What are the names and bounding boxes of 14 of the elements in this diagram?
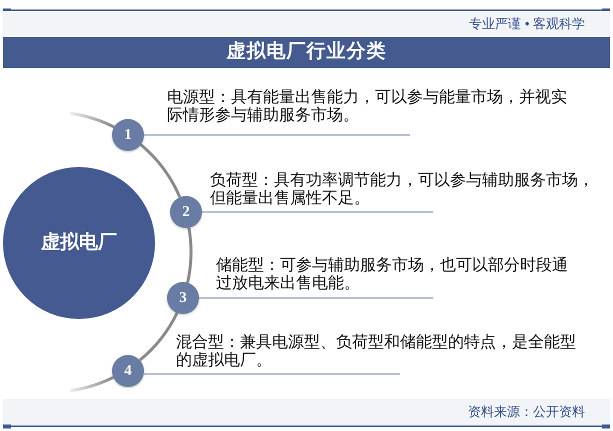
description-text: 负荷型：具有功率调节能力，可以参与辅助服务市场，但能量出售属性不足。 <box>210 172 595 208</box>
curved-connector <box>186 228 192 283</box>
connector-line <box>202 211 433 213</box>
connector-line <box>144 134 410 136</box>
curved-connector <box>140 144 182 198</box>
connector-line <box>144 373 400 375</box>
source-note: 资料来源：公开资料 <box>468 403 585 422</box>
title-text: 虚拟电厂行业分类 <box>226 40 386 64</box>
slogan-text: 专业严谨 • 客观科学 <box>469 15 585 34</box>
description-text: 储能型：可参与辅助服务市场，也可以部分时段通过放电来出售电能。 <box>216 257 569 293</box>
description-text: 电源型：具有能量出售能力，可以参与能量市场，并视实际情形参与辅助服务市场。 <box>167 89 568 125</box>
curved-connector <box>138 312 178 362</box>
description-text: 混合型：兼具电源型、负荷型和储能型的特点，是全能型的虚拟电厂。 <box>176 334 577 370</box>
connector-line <box>199 297 433 299</box>
